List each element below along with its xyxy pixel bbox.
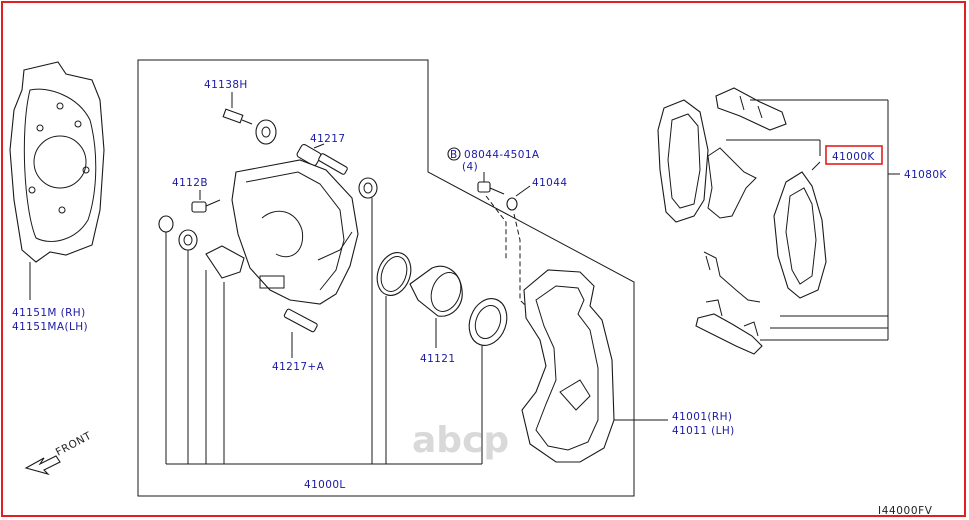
label-bracket-rh[interactable]: 41001(RH) (672, 411, 732, 423)
label-41217[interactable]: 41217 (310, 133, 345, 145)
pad-shim[interactable] (707, 147, 757, 219)
label-08044-qty: (4) (462, 161, 478, 173)
caliper-bracket[interactable] (521, 269, 615, 463)
label-41044[interactable]: 41044 (532, 177, 567, 189)
bolt-prefix-badge: B (447, 147, 461, 161)
label-shield-lh[interactable]: 41151MA(LH) (12, 321, 88, 333)
leaders-41080k (726, 99, 900, 341)
leader-41044 (515, 185, 531, 197)
leaders-41000l (165, 198, 483, 465)
label-41217a[interactable]: 41217+A (272, 361, 325, 373)
alignment-dash-2 (485, 195, 507, 260)
brake-pad-inner[interactable] (773, 171, 827, 299)
leader-41217 (313, 143, 325, 149)
pad-clip-top[interactable] (715, 87, 787, 131)
pin-boot[interactable] (178, 229, 198, 251)
wear-indicator-spring[interactable] (703, 251, 761, 303)
piston-41121[interactable] (409, 265, 466, 317)
bleeder-cap[interactable] (158, 215, 174, 233)
label-41138h[interactable]: 41138H (204, 79, 248, 91)
label-shield-rh[interactable]: 41151M (RH) (12, 307, 86, 319)
svg-text:B: B (450, 149, 458, 161)
bolt-4112b[interactable] (191, 199, 221, 213)
guide-pin-41217[interactable] (296, 143, 348, 175)
label-41000l[interactable]: 41000L (304, 479, 346, 491)
dust-shield[interactable] (9, 61, 105, 263)
alignment-dash-1 (513, 213, 531, 311)
guide-pin-41217a[interactable] (283, 308, 318, 333)
label-front: FRONT (54, 430, 94, 459)
brake-pad-outer[interactable] (657, 99, 709, 223)
pad-clip-bottom[interactable] (695, 299, 763, 355)
washer-41044[interactable] (506, 197, 518, 211)
highlight-41000k (825, 145, 883, 165)
label-41000k[interactable]: 41000K (832, 151, 875, 163)
bolt-08044[interactable] (477, 181, 505, 195)
piston-boot[interactable] (463, 293, 513, 350)
label-bracket-lh[interactable]: 41011 (LH) (672, 425, 735, 437)
watermark: abcp (412, 420, 509, 461)
label-41121[interactable]: 41121 (420, 353, 455, 365)
small-bushing-right[interactable] (358, 177, 378, 199)
piston-seal[interactable] (371, 248, 416, 300)
label-08044[interactable]: 08044-4501A (464, 149, 540, 161)
diagram-code: I44000FV (878, 505, 933, 517)
bushing-top[interactable] (255, 119, 277, 145)
bolt-41138h[interactable] (222, 108, 253, 125)
pin-bushing[interactable] (205, 245, 245, 279)
label-4112b[interactable]: 4112B (172, 177, 208, 189)
front-arrow-icon (24, 455, 61, 476)
caliper-body[interactable] (231, 159, 359, 305)
caliper-group-outline (137, 59, 635, 497)
label-41080k[interactable]: 41080K (904, 169, 947, 181)
